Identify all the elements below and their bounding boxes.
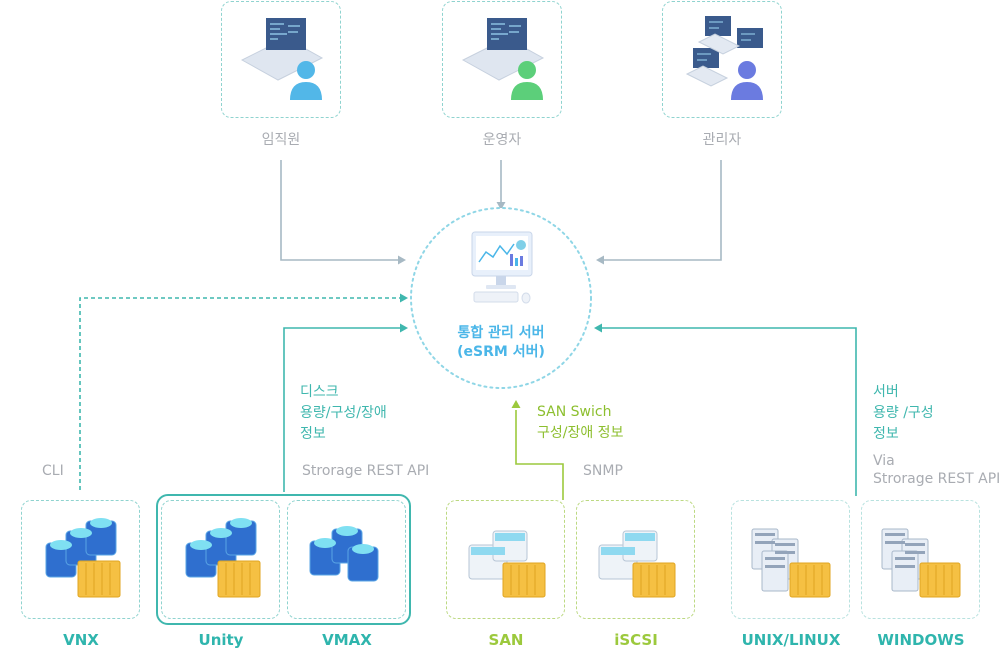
admin-box [662, 1, 782, 118]
server-info-note: 서버 용량 /구성 정보 [873, 382, 934, 445]
monitor-dashboard-icon [471, 231, 533, 304]
san-note-line2: 구성/장애 정보 [537, 425, 624, 441]
connector-servers [602, 327, 857, 496]
via-note-line2: Strorage REST API [873, 471, 1001, 487]
storage-api-note: Strorage REST API [302, 463, 430, 479]
san-note-line1: SAN Swich [537, 404, 612, 420]
disk-note-line2: 용량/구성/장애 [300, 405, 387, 421]
connector-vnx-cli [79, 297, 400, 490]
disk-note-line3: 정보 [300, 426, 326, 442]
employee-label: 임직원 [261, 132, 301, 148]
storage-server-icon [45, 518, 121, 598]
cli-note: CLI [42, 463, 64, 479]
server-note-line3: 정보 [873, 426, 899, 442]
connector-storage-api [283, 327, 400, 492]
operator-label: 운영자 [482, 132, 522, 148]
arrowhead-operator [496, 202, 506, 210]
arrowhead-employee [398, 255, 406, 265]
admin-label: 관리자 [702, 132, 742, 148]
unity-box [161, 500, 280, 619]
vmax-box [287, 500, 406, 619]
employee-laptop-icon [240, 18, 324, 100]
san-box [446, 500, 565, 619]
admin-workstation-icon [685, 16, 763, 100]
windows-label: WINDOWS [877, 631, 965, 649]
operator-laptop-icon [461, 18, 545, 100]
center-title: 통합 관리 서버 [457, 325, 545, 341]
unity-label: Unity [198, 631, 244, 649]
via-note-line1: Via [873, 453, 895, 469]
disk-info-note: 디스크 용량/구성/장애 정보 [300, 382, 387, 445]
iscsi-box [576, 500, 695, 619]
windows-box [861, 500, 980, 619]
connector-admin [602, 160, 722, 261]
arrowhead-servers [594, 323, 602, 333]
center-subtitle: (eSRM 서버) [457, 344, 545, 360]
rack-server-icon [751, 528, 831, 598]
server-note-line1: 서버 [873, 384, 899, 400]
unix-linux-box [731, 500, 850, 619]
iscsi-label: iSCSI [614, 631, 658, 649]
operator-box [442, 1, 562, 118]
storage-server-icon [309, 526, 379, 582]
storage-server-icon [185, 518, 261, 598]
arrowhead-admin [596, 255, 604, 265]
arrowhead-vnx-cli [400, 293, 408, 303]
via-api-note: Via Strorage REST API [873, 452, 1000, 488]
san-switch-note: SAN Swich 구성/장애 정보 [537, 402, 623, 444]
san-label: SAN [488, 631, 524, 649]
employee-box [221, 1, 341, 118]
san-switch-icon [598, 530, 676, 598]
center-server-label: 통합 관리 서버 (eSRM 서버) [431, 324, 571, 362]
arrowhead-san [511, 400, 521, 408]
vnx-box [21, 500, 140, 619]
arrowheads [398, 202, 604, 408]
disk-note-line1: 디스크 [300, 384, 339, 400]
rack-server-icon [881, 528, 961, 598]
vmax-label: VMAX [322, 631, 372, 649]
vnx-label: VNX [63, 631, 99, 649]
snmp-note: SNMP [583, 463, 623, 479]
arrowhead-storage-api [400, 323, 408, 333]
connector-employee [280, 160, 400, 261]
unity-vmax-group [156, 494, 411, 625]
server-note-line2: 용량 /구성 [873, 405, 934, 421]
unix-linux-label: UNIX/LINUX [741, 631, 841, 649]
san-switch-icon [468, 530, 546, 598]
connector-san [515, 410, 564, 500]
